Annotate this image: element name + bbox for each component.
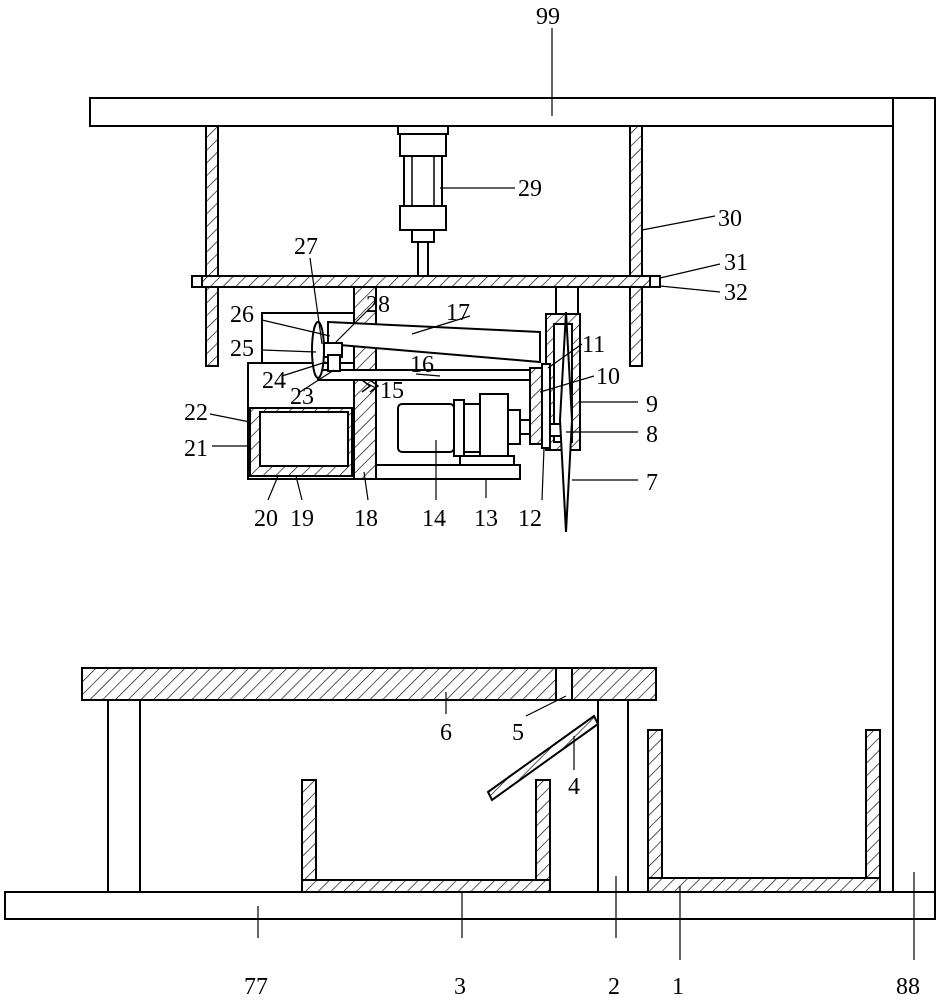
label-28: 28	[366, 292, 390, 318]
base-plate	[4, 891, 936, 920]
label-22: 22	[184, 400, 208, 426]
fan-blade	[311, 321, 325, 379]
mounting-plate	[191, 275, 661, 288]
label-77: 77	[244, 974, 268, 1000]
right-column	[892, 97, 936, 893]
right-leg	[597, 699, 629, 893]
label-99: 99	[536, 4, 560, 30]
labels: 99 29 30 31 32 27 28 26 17 25 24 23 16 1…	[184, 4, 920, 1000]
label-19: 19	[290, 506, 314, 532]
label-26: 26	[230, 302, 254, 328]
label-3: 3	[454, 974, 466, 1000]
right-sleeve	[649, 275, 661, 288]
label-23: 23	[290, 384, 314, 410]
label-27: 27	[294, 234, 318, 260]
right-guide-rod	[629, 125, 643, 367]
belt	[327, 320, 541, 364]
label-15: 15	[380, 378, 404, 404]
motor-base	[375, 464, 521, 480]
label-6: 6	[440, 720, 452, 746]
label-11: 11	[582, 332, 605, 358]
left-guide-rod	[205, 125, 219, 367]
collection-box	[647, 729, 881, 893]
label-17: 17	[446, 300, 470, 326]
label-29: 29	[518, 176, 542, 202]
label-8: 8	[646, 422, 658, 448]
bearing	[361, 379, 380, 393]
label-18: 18	[354, 506, 378, 532]
label-12: 12	[518, 506, 542, 532]
label-25: 25	[230, 336, 254, 362]
saw-blade	[558, 311, 574, 533]
label-24: 24	[262, 368, 286, 394]
label-4: 4	[568, 774, 580, 800]
left-sleeve	[191, 275, 203, 288]
label-7: 7	[646, 470, 658, 496]
motor	[397, 393, 531, 466]
fan-pulley	[327, 354, 341, 372]
label-14: 14	[422, 506, 446, 532]
label-88: 88	[896, 974, 920, 1000]
label-10: 10	[596, 364, 620, 390]
label-32: 32	[724, 280, 748, 306]
label-9: 9	[646, 392, 658, 418]
label-20: 20	[254, 506, 278, 532]
label-2: 2	[608, 974, 620, 1000]
blade-slot	[555, 667, 573, 701]
pulley-10	[529, 367, 543, 445]
label-5: 5	[512, 720, 524, 746]
label-31: 31	[724, 250, 748, 276]
pulley-12	[541, 363, 551, 449]
tank-inner	[259, 411, 349, 467]
scrap-box	[301, 779, 551, 893]
label-30: 30	[718, 206, 742, 232]
label-1: 1	[672, 974, 684, 1000]
chute	[486, 714, 600, 802]
left-leg	[107, 699, 141, 893]
label-21: 21	[184, 436, 208, 462]
leader-lines	[209, 28, 915, 960]
top-beam	[89, 97, 936, 127]
cylinder	[397, 125, 449, 277]
label-16: 16	[410, 352, 434, 378]
label-13: 13	[474, 506, 498, 532]
